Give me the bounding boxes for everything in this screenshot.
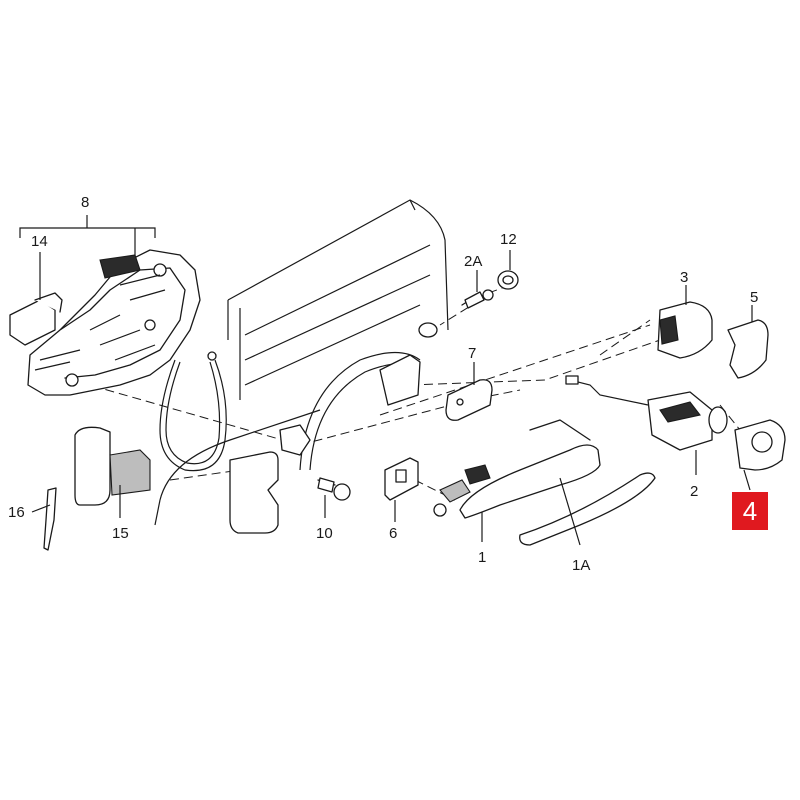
clip-part-16 bbox=[43, 487, 57, 551]
door-handle-part-1 bbox=[433, 419, 601, 519]
cable-rod bbox=[159, 351, 227, 472]
callout-16: 16 bbox=[8, 504, 25, 521]
callout-5: 5 bbox=[750, 289, 758, 306]
callout-labels: 1 1A 2 2A 3 5 6 7 8 10 12 14 15 16 bbox=[8, 194, 758, 574]
callout-1a: 1A bbox=[572, 557, 590, 574]
screw-part-10 bbox=[317, 477, 351, 501]
callout-12: 12 bbox=[500, 231, 517, 248]
highlighted-callout-4: 4 bbox=[732, 492, 768, 530]
callout-2a: 2A bbox=[464, 253, 482, 270]
highlight-box bbox=[732, 492, 768, 530]
bracket-part-6 bbox=[384, 457, 419, 501]
cover-part-3 bbox=[657, 301, 713, 359]
gasket-part-7 bbox=[445, 379, 493, 421]
callout-4: 4 bbox=[743, 496, 757, 526]
callout-7: 7 bbox=[468, 345, 476, 362]
callout-2: 2 bbox=[690, 483, 698, 500]
escutcheon-part-4 bbox=[734, 419, 786, 471]
trim-strip-part-1a bbox=[519, 472, 656, 546]
callout-6: 6 bbox=[389, 525, 397, 542]
callout-1: 1 bbox=[478, 549, 486, 566]
bracket-8 bbox=[19, 215, 156, 300]
callout-leaders bbox=[31, 250, 753, 546]
callout-3: 3 bbox=[680, 269, 688, 286]
screw-part-2a bbox=[461, 289, 494, 309]
grommet-part-12 bbox=[497, 270, 519, 290]
callout-15: 15 bbox=[112, 525, 129, 542]
callout-8: 8 bbox=[81, 194, 89, 211]
handle-carrier bbox=[279, 354, 421, 456]
seal-pad-part-15 bbox=[74, 426, 279, 534]
cap-part-5 bbox=[727, 319, 769, 379]
callout-14: 14 bbox=[31, 233, 48, 250]
callout-10: 10 bbox=[316, 525, 333, 542]
door-panel bbox=[154, 199, 449, 526]
lock-cylinder-part-2 bbox=[565, 375, 728, 451]
lock-mechanism-part-8 bbox=[9, 249, 201, 396]
